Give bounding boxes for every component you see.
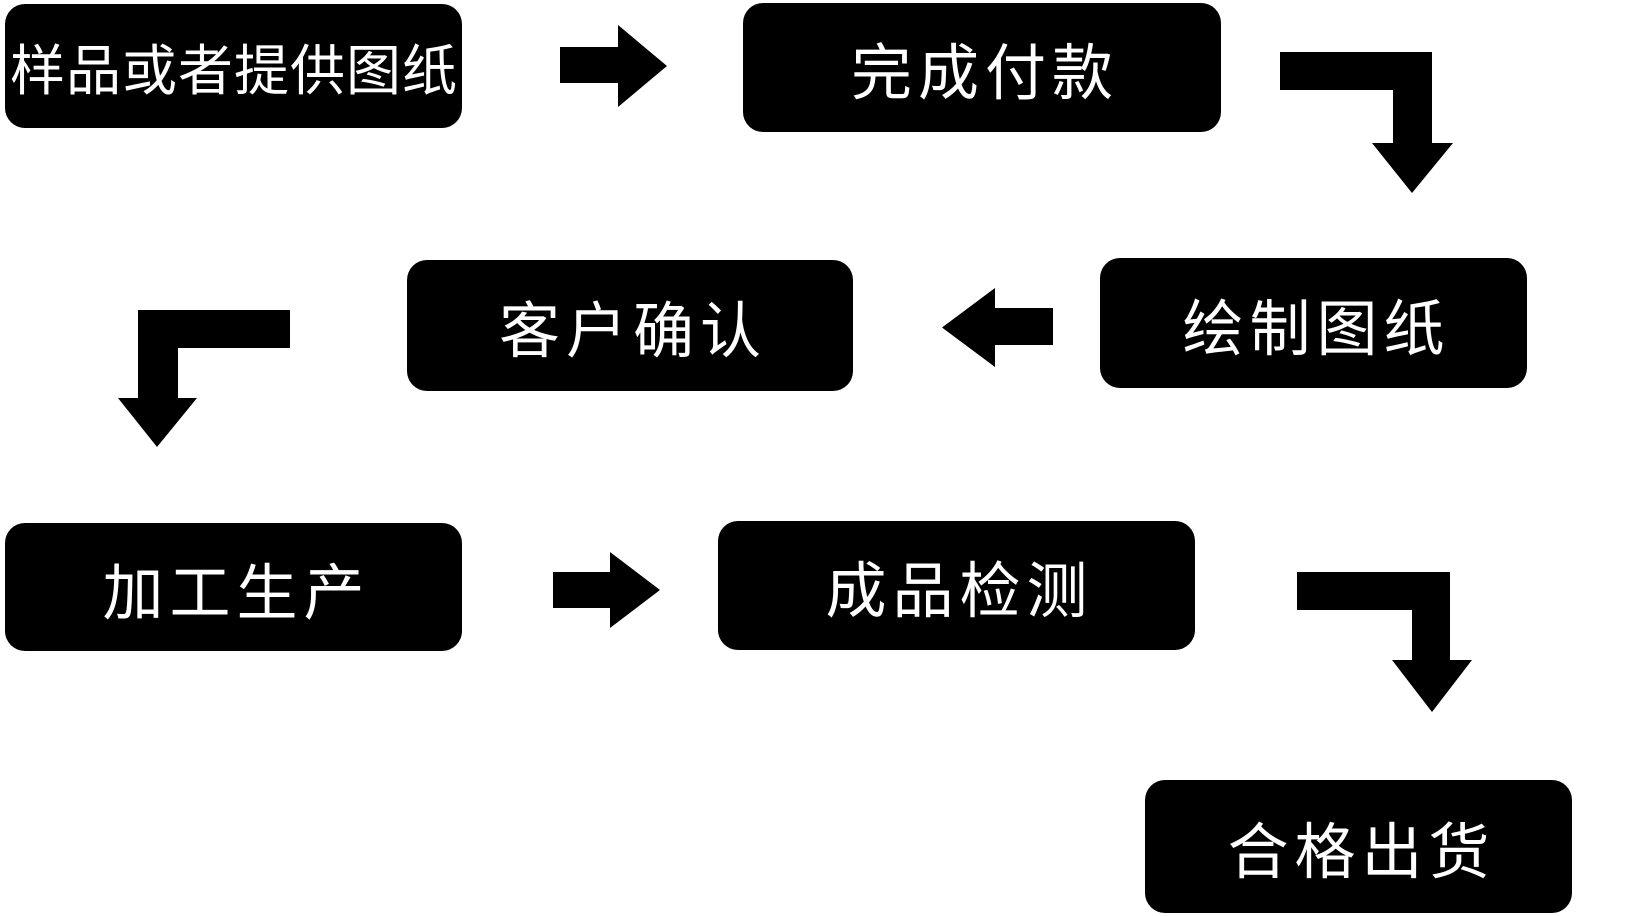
flow-node-label: 成品检测 — [825, 556, 1094, 627]
flow-node-label: 客户确认 — [498, 296, 767, 367]
flow-node-qualified-ship: 合格出货 — [1145, 780, 1572, 913]
flow-node-label: 完成付款 — [850, 38, 1119, 109]
flow-node-sample-or-drawing: 样品或者提供图纸 — [5, 4, 462, 128]
arrow-right-icon — [553, 552, 660, 628]
arrow-elbow-down-right-icon — [1280, 52, 1453, 193]
flow-node-complete-payment: 完成付款 — [743, 3, 1221, 132]
arrow-elbow-down-right-icon — [1297, 572, 1472, 712]
flow-node-customer-confirm: 客户确认 — [407, 260, 853, 391]
arrow-left-icon — [942, 288, 1053, 367]
flow-node-processing: 加工生产 — [5, 523, 462, 651]
flow-node-draw-drawings: 绘制图纸 — [1100, 258, 1527, 388]
flow-node-label: 加工生产 — [102, 557, 371, 629]
flow-node-label: 合格出货 — [1227, 817, 1496, 888]
arrow-right-icon — [560, 25, 667, 107]
flow-node-product-inspect: 成品检测 — [718, 521, 1195, 650]
flow-node-label: 样品或者提供图纸 — [9, 39, 458, 103]
arrow-elbow-down-left-icon — [118, 310, 290, 447]
flow-node-label: 绘制图纸 — [1182, 293, 1451, 365]
